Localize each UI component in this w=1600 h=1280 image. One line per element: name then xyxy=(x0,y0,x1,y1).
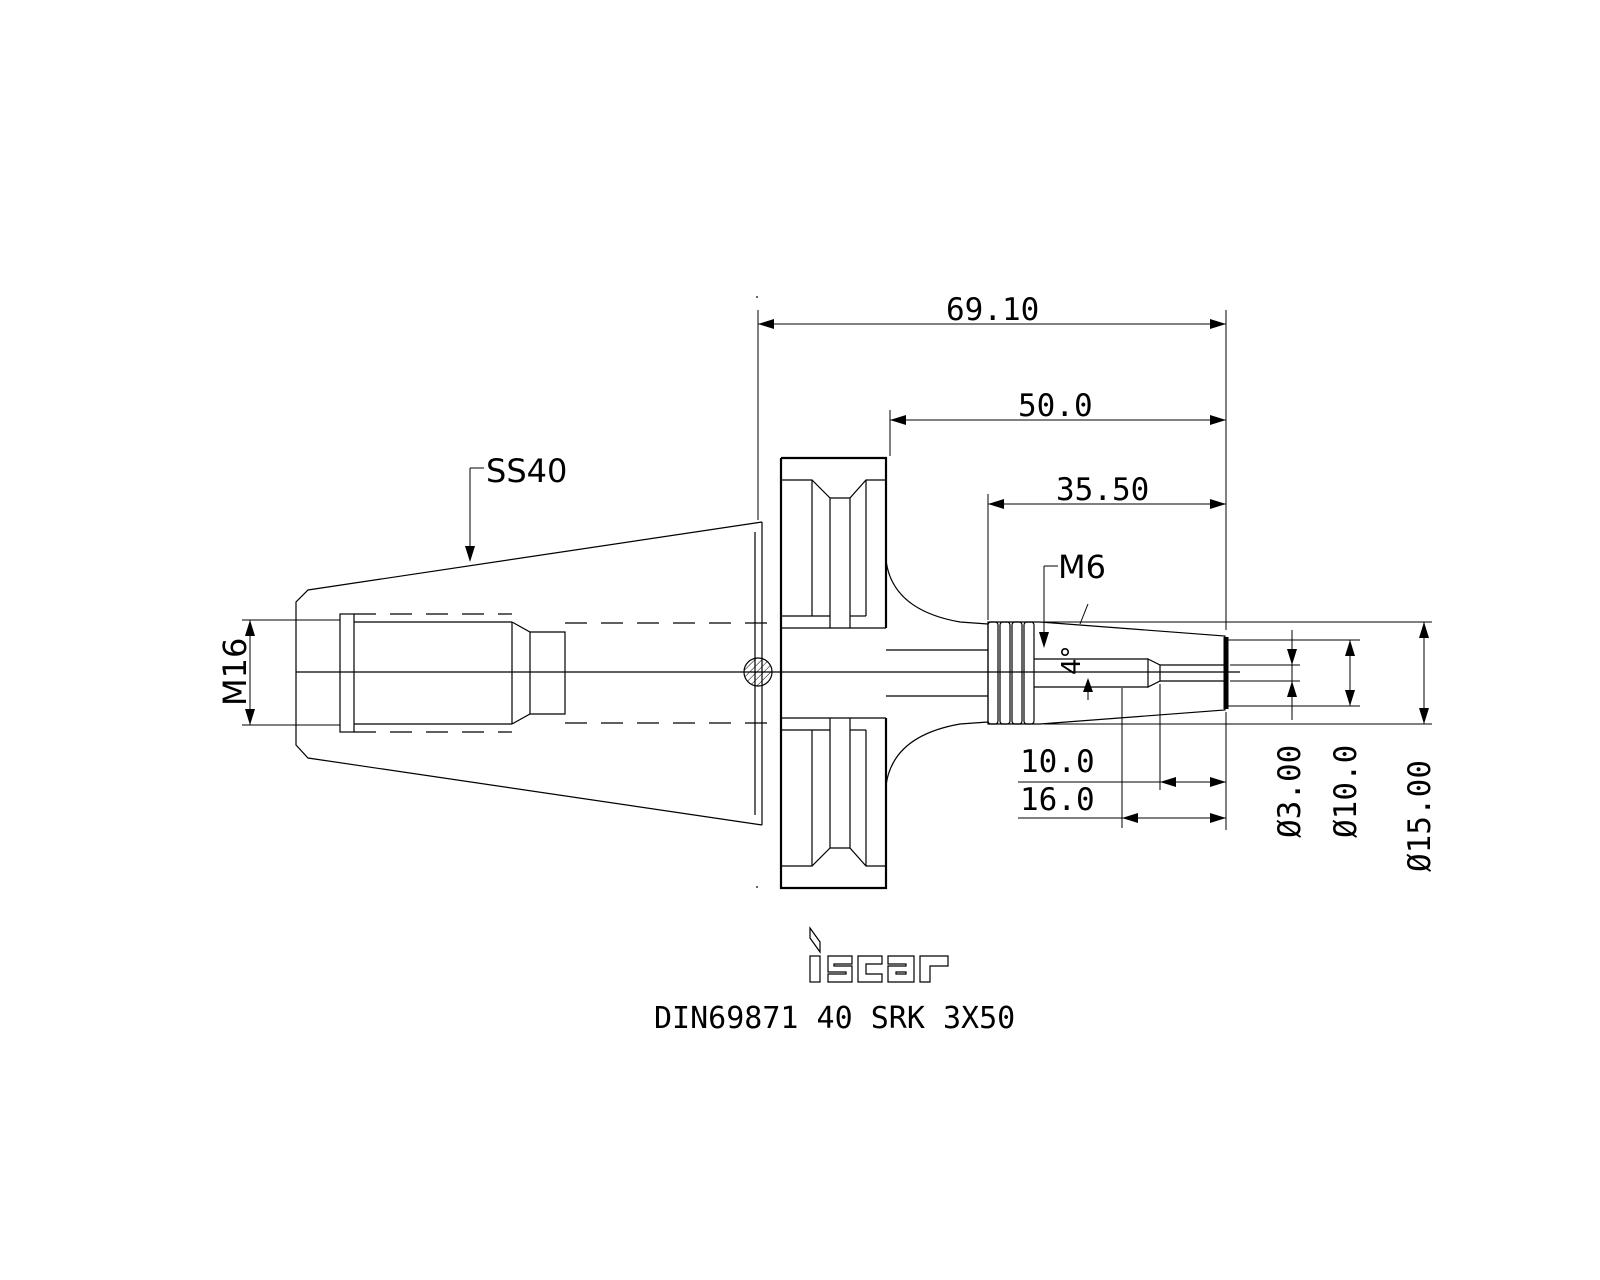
dim-nose-length: 35.50 xyxy=(987,472,1226,620)
clamp-thread-label: M6 xyxy=(1058,548,1106,586)
overall-length-value: 69.10 xyxy=(946,292,1039,328)
nose xyxy=(987,621,1229,725)
thread-size-label: M16 xyxy=(216,638,254,706)
part-caption: DIN69871 40 SRK 3X50 xyxy=(654,1001,1015,1036)
internal-thread-bore xyxy=(339,613,770,733)
dim-overall-length: 69.10 xyxy=(757,292,1227,630)
neck xyxy=(885,559,989,787)
nose-length-value: 35.50 xyxy=(1056,472,1149,508)
projection-length-value: 50.0 xyxy=(1018,388,1093,424)
dim-m6: M6 xyxy=(1039,548,1106,648)
dim-shank-diameter: Ø10.0 xyxy=(1226,639,1364,838)
dim-m16: M16 xyxy=(216,619,340,726)
bore-depth-value: 10.0 xyxy=(1020,744,1095,780)
dim-bore-diameter: Ø3.00 xyxy=(1230,630,1308,838)
shank-length-value: 16.0 xyxy=(1020,782,1095,818)
bore-diameter-value: Ø3.00 xyxy=(1272,745,1308,838)
nose-diameter-value: Ø15.00 xyxy=(1402,760,1438,872)
dim-projection-length: 50.0 xyxy=(889,388,1226,456)
taper-angle-label: 4° xyxy=(1057,645,1087,675)
taper-shank xyxy=(295,296,763,888)
dim-taper-angle: 4° xyxy=(1057,603,1093,700)
taper-type-label: SS40 xyxy=(486,452,567,490)
shank-diameter-value: Ø10.0 xyxy=(1328,745,1364,838)
iscar-logo xyxy=(809,926,949,983)
dim-ss40: SS40 xyxy=(465,452,567,562)
dim-nose-diameter: Ø15.00 xyxy=(1044,621,1438,872)
dim-shank-length: 16.0 xyxy=(1018,688,1226,828)
flange xyxy=(779,456,888,890)
